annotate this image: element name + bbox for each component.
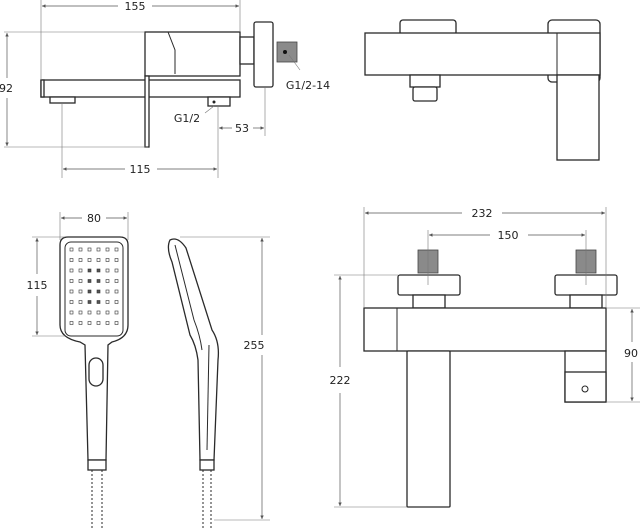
spray-nozzle (114, 258, 119, 262)
spray-nozzle (87, 310, 92, 315)
spray-nozzle (105, 279, 110, 283)
spray-nozzle (105, 289, 110, 294)
hand-shower-side-dims: 255 (180, 236, 270, 521)
dim-53: 53 (235, 122, 249, 135)
spray-nozzle (96, 300, 101, 304)
dim-232: 232 (472, 207, 493, 220)
spray-nozzle (114, 279, 119, 283)
spray-nozzle (78, 310, 83, 315)
spray-nozzle (78, 279, 83, 283)
spray-nozzle (78, 247, 83, 252)
spray-nozzle (96, 321, 101, 325)
spray-nozzle (69, 310, 74, 315)
spray-nozzle (96, 268, 101, 273)
spray-nozzle (96, 247, 101, 252)
spray-nozzle (114, 268, 119, 273)
spray-nozzle (105, 268, 110, 273)
spray-nozzle (96, 258, 101, 262)
dim-80: 80 (87, 212, 101, 225)
spray-nozzle (114, 289, 119, 294)
spray-nozzle (87, 279, 92, 283)
dim-115-head: 115 (27, 279, 48, 292)
spray-nozzle (78, 300, 83, 304)
spray-nozzle (105, 310, 110, 315)
spray-nozzles (69, 247, 119, 325)
spray-nozzle (114, 310, 119, 315)
spray-nozzle (69, 289, 74, 294)
spray-nozzle (78, 258, 83, 262)
spray-nozzle (87, 268, 92, 273)
spray-nozzle (87, 258, 92, 262)
mixer-front-view (363, 249, 618, 508)
spray-nozzle (96, 279, 101, 283)
spray-nozzle (87, 289, 92, 294)
spray-nozzle (105, 258, 110, 262)
dim-92: 92 (0, 82, 13, 95)
spray-nozzle (114, 247, 119, 252)
spray-nozzle (96, 310, 101, 315)
spray-nozzle (114, 300, 119, 304)
side-view-dimensions: 155 92 115 53 G1/2 G1/2-14 (0, 0, 330, 178)
label-g1-2: G1/2 (174, 112, 200, 125)
spray-nozzle (87, 247, 92, 252)
dim-115: 115 (130, 163, 151, 176)
dim-255: 255 (244, 339, 265, 352)
spray-nozzle (69, 321, 74, 325)
spray-nozzle (87, 300, 92, 304)
spray-nozzle (78, 321, 83, 325)
spray-nozzle (78, 268, 83, 273)
label-g1-2-14: G1/2-14 (286, 79, 330, 92)
spray-nozzle (105, 321, 110, 325)
front-view-dims: 232 150 222 90 (330, 207, 640, 508)
dim-90: 90 (624, 347, 638, 360)
hand-shower-front-dims: 80 115 (27, 212, 129, 337)
spray-nozzle (69, 268, 74, 273)
spray-nozzle (69, 300, 74, 304)
spray-nozzle (105, 300, 110, 304)
spray-nozzle (69, 279, 74, 283)
spray-nozzle (96, 289, 101, 294)
spray-nozzle (114, 321, 119, 325)
spray-nozzle (69, 247, 74, 252)
spray-nozzle (69, 258, 74, 262)
spray-nozzle (105, 247, 110, 252)
mixer-side-view (40, 21, 301, 148)
spray-nozzle (87, 321, 92, 325)
hand-shower-side (167, 238, 220, 528)
dim-155: 155 (125, 0, 146, 13)
hand-shower-front (59, 236, 129, 528)
dim-150: 150 (498, 229, 519, 242)
mixer-top-view (364, 19, 601, 161)
spray-nozzle (78, 289, 83, 294)
dim-222: 222 (330, 374, 351, 387)
